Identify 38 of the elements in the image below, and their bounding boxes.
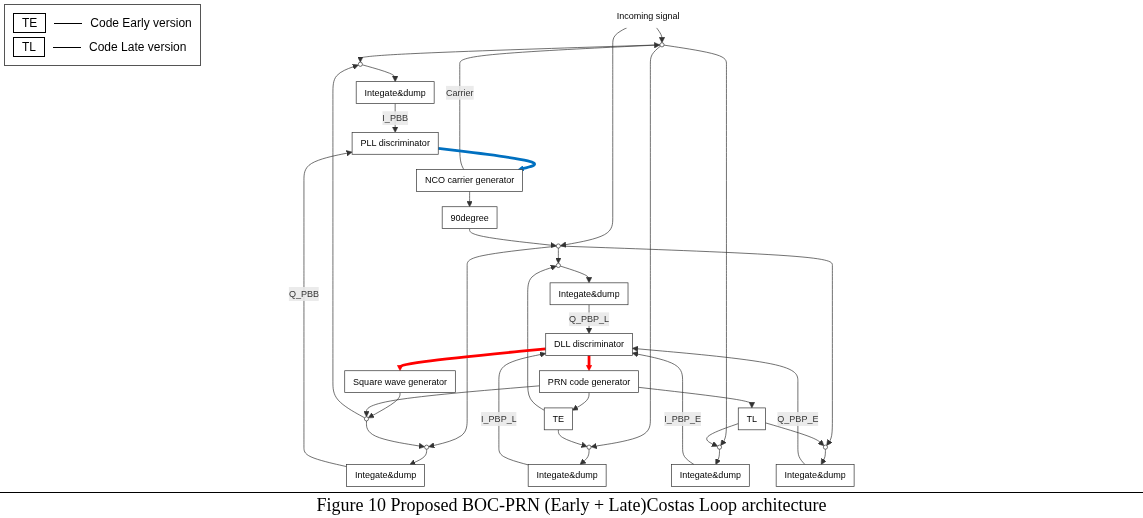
legend-text: Code Early version (90, 16, 192, 30)
legend-sample: TL (13, 37, 45, 57)
node-box: Integate&dump (549, 282, 629, 306)
node-box: DLL discriminator (545, 333, 633, 356)
node-box: TE (543, 407, 573, 431)
node-circle (555, 243, 561, 249)
arrow (438, 147, 536, 172)
node-box: Integate&dump (527, 464, 607, 487)
edge-label: I_PBP_L (481, 413, 517, 424)
legend-text: Code Late version (89, 40, 187, 54)
node-text: Incoming signal (616, 11, 680, 22)
node-box: PRN code generator (539, 370, 639, 393)
node-box: Integate&dump (775, 464, 855, 487)
edge-label: I_PBB (382, 112, 408, 123)
edge-label: Carrier (445, 87, 474, 98)
edge-label: Q_PBP_E (777, 413, 819, 424)
node-circle (364, 416, 369, 422)
edge-label: Q_PBP_L (568, 313, 610, 325)
edge-label: I_PBP_E (664, 413, 701, 424)
node-circle (555, 263, 561, 268)
node-circle (659, 42, 665, 48)
node-circle (424, 444, 430, 450)
node-circle (586, 444, 592, 450)
node-box: Integate&dump (355, 81, 435, 104)
node-circle (717, 444, 722, 450)
node-circle (823, 444, 828, 450)
edge-label: Q_PBB (288, 288, 320, 299)
legend-sample: TE (13, 13, 47, 33)
node-box: NCO carrier generator (416, 169, 523, 192)
node-box: 90degree (441, 206, 498, 229)
node-box: Integate&dump (346, 464, 425, 487)
node-box: PLL discriminator (351, 132, 439, 155)
node-box: Integate&dump (671, 464, 750, 487)
figure-caption: Figure 10 Proposed BOC-PRN (Early + Late)Costas Loop architecture (0, 492, 1143, 518)
node-box: TL (737, 407, 766, 431)
node-circle (357, 61, 363, 67)
arrow (396, 347, 546, 371)
node-box: Square wave generator (344, 370, 456, 393)
